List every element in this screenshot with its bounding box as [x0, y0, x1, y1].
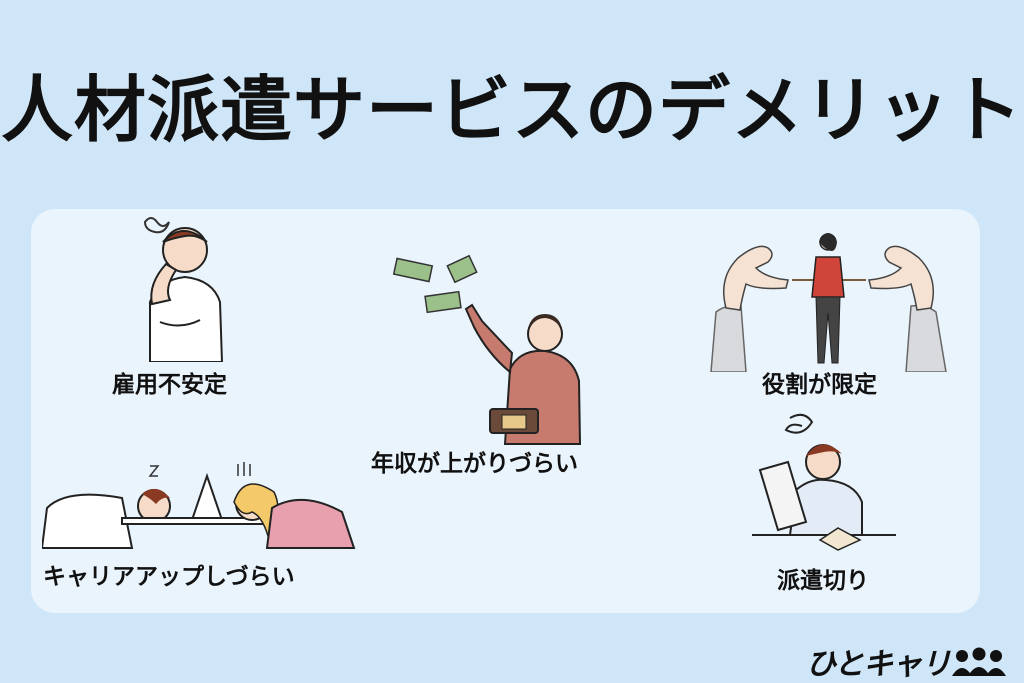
item-label-dispatch-termination: 派遣切り: [777, 568, 869, 594]
brand-text: ひとキャリ: [806, 647, 951, 682]
item-label-hard-career-advance: キャリアアップしづらい: [43, 564, 295, 590]
stressed-man-icon: [143, 217, 224, 362]
dismissal-letter-icon: [752, 413, 896, 551]
tied-woman-icon: [710, 233, 947, 372]
item-label-unstable-employment: 雇用不安定: [112, 372, 227, 398]
brand-logo: ひとキャリ: [806, 644, 1008, 682]
item-label-limited-role: 役割が限定: [762, 372, 877, 398]
page-title: 人材派遣サービスのデメリット: [0, 68, 1023, 152]
people-icon: [952, 647, 1007, 676]
item-label-low-income-growth: 年収が上がりづらい: [371, 451, 578, 477]
tired-workers-icon: [42, 462, 356, 549]
money-flying-icon: [392, 254, 582, 445]
